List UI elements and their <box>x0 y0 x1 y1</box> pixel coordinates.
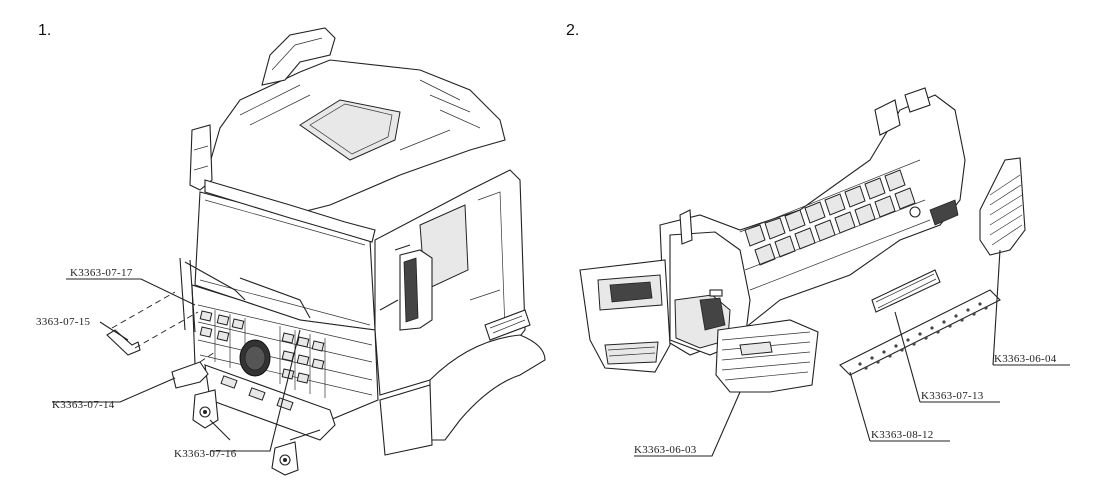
callout-k3363-08-12: K3363-08-12 <box>871 429 934 441</box>
callout-3363-07-15: 3363-07-15 <box>36 316 91 328</box>
callout-k3363-07-17: K3363-07-17 <box>70 267 133 279</box>
panel-number-2: 2. <box>566 22 580 39</box>
callout-leaders-panel-2 <box>634 249 1070 457</box>
callout-leaders-panel-1 <box>52 278 301 452</box>
panel-number-1: 1. <box>38 22 52 39</box>
callout-k3363-07-13: K3363-07-13 <box>921 390 984 402</box>
callout-k3363-06-03: K3363-06-03 <box>634 444 697 456</box>
callout-k3363-06-04: K3363-06-04 <box>994 353 1057 365</box>
callout-labels: K3363-07-17 3363-07-15 K3363-07-14 K3363… <box>36 267 1057 460</box>
bumper-assembly-illustration <box>579 87 1026 393</box>
truck-cab-illustration <box>106 27 546 476</box>
callout-k3363-07-16: K3363-07-16 <box>174 448 237 460</box>
callout-k3363-07-14: K3363-07-14 <box>52 399 115 411</box>
